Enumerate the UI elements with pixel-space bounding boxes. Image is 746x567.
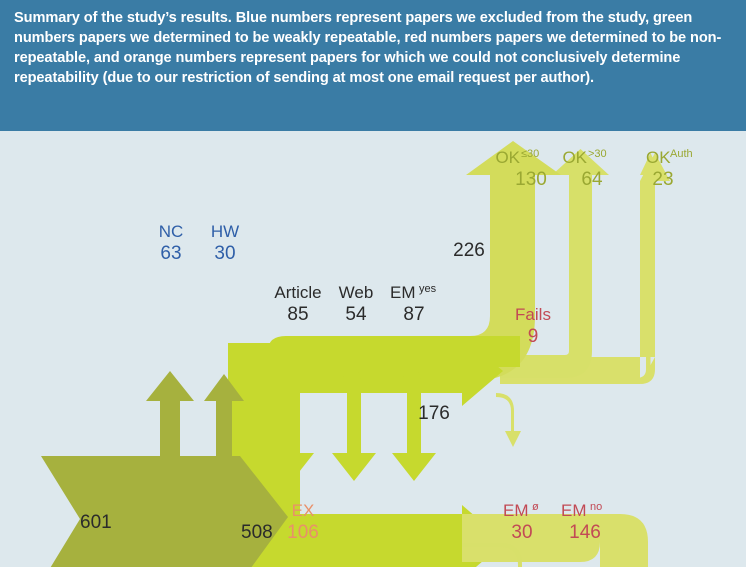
label-em-yes-name: EM [390,283,416,302]
label-ok-gt30-sup: >30 [588,148,607,160]
label-em-yes-num: 87 [403,304,424,325]
label-hw: HW 30 [211,222,239,264]
label-fails: Fails 9 [515,305,551,347]
label-ex-num: 106 [287,522,319,543]
label-em-zero-sup: ø [532,501,539,513]
label-ok-le30: OK ≤30 130 [495,148,546,190]
label-em-zero: EM ø 30 [503,501,539,543]
flow-em-zero [462,543,522,567]
label-ex: EX 106 [287,501,319,543]
label-em-zero-name: EM [503,501,529,520]
flow-em-no [462,514,648,567]
label-ok-le30-num: 130 [515,169,547,190]
label-article-name: Article [274,283,321,302]
label-em-yes: EM yes 87 [390,283,437,325]
label-em-no: EM no 146 [561,501,602,543]
label-hw-num: 30 [214,243,235,264]
flow-ok-le30 [466,141,561,381]
label-ok-gt30: OK >30 64 [562,148,606,190]
label-226: 226 [453,240,485,261]
label-web-num: 54 [345,304,367,325]
caption-text: Summary of the study’s results. Blue num… [14,10,722,86]
label-article: Article 85 [274,283,321,325]
label-article-num: 85 [287,304,308,325]
flow-ok-gt30 [500,149,609,378]
label-601: 601 [80,512,112,533]
sankey-diagram: 601 508 NC 63 HW 30 Article 85 Web 54 EM… [0,131,746,567]
label-nc-name: NC [159,222,184,241]
label-ok-gt30-num: 64 [581,169,603,190]
label-ex-name: EX [292,501,315,520]
label-ok-auth-sup: Auth [670,148,693,160]
label-em-yes-sup: yes [419,283,437,295]
label-fails-name: Fails [515,305,551,324]
label-ok-auth: OK Auth 23 [646,148,693,190]
label-hw-name: HW [211,222,239,241]
label-176: 176 [418,403,450,424]
caption-banner: Summary of the study’s results. Blue num… [0,0,746,131]
label-508: 508 [241,522,273,543]
label-ok-gt30-name: OK [562,148,587,167]
label-em-no-name: EM [561,501,587,520]
label-ok-auth-name: OK [646,148,671,167]
label-ok-auth-num: 23 [652,169,673,190]
label-em-no-num: 146 [569,522,601,543]
label-fails-num: 9 [528,326,539,347]
label-em-no-sup: no [590,501,602,513]
label-nc: NC 63 [159,222,184,264]
label-ok-le30-name: OK [495,148,520,167]
label-ok-le30-sup: ≤30 [521,148,539,160]
label-nc-num: 63 [160,243,181,264]
label-em-zero-num: 30 [511,522,532,543]
flow-fails [496,393,521,447]
flow-176 [300,505,505,567]
label-web: Web 54 [339,283,374,325]
label-web-name: Web [339,283,374,302]
flow-601 [41,456,288,567]
